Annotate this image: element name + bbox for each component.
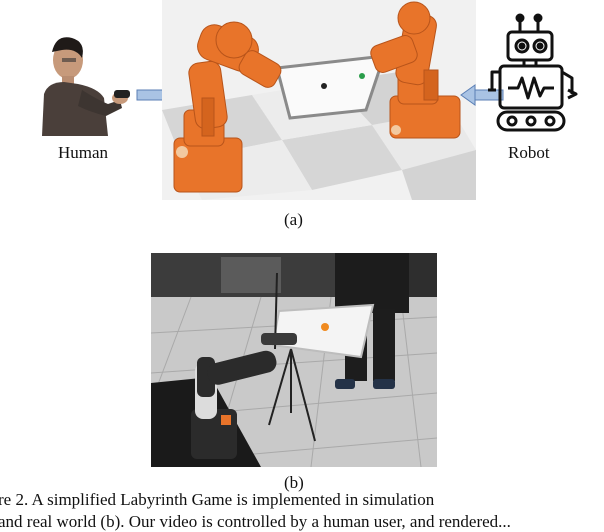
panel-a: Human Robot (a) (0, 0, 604, 232)
left-robot-arm (173, 21, 282, 193)
right-robot-arm (370, 1, 461, 139)
human-label: Human (58, 143, 109, 162)
robot-label: Robot (508, 143, 550, 162)
human-photo (38, 20, 134, 136)
panel-a-sublabel: (a) (284, 210, 303, 229)
panel-b-photo (151, 253, 437, 467)
simulation-scene (162, 0, 476, 200)
panel-b-sublabel: (b) (284, 473, 304, 492)
figure-caption-line-1: re 2. A simplified Labyrinth Game is imp… (0, 490, 435, 509)
figure-caption-line-2: and real world (b). Our video is control… (0, 512, 511, 531)
robot-icon (488, 13, 578, 132)
